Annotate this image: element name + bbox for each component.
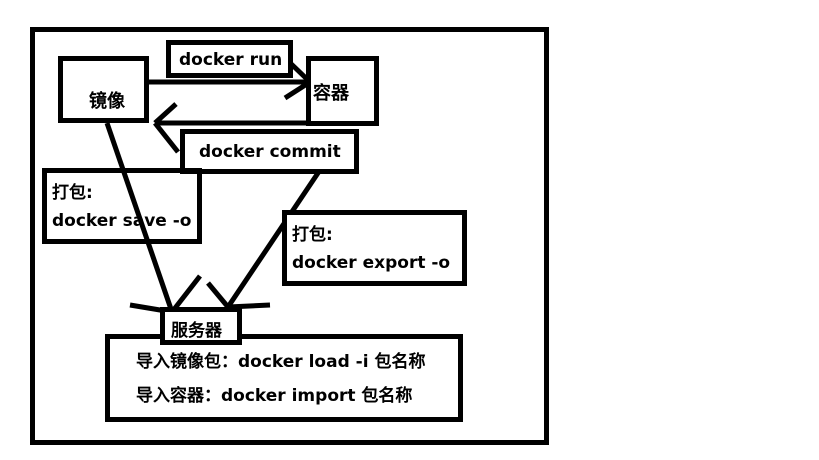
save-package-box: 打包: docker save -o — [42, 168, 202, 244]
diagram-frame — [30, 27, 549, 445]
docker-commit-label-box: docker commit — [180, 129, 359, 174]
container-label: 容器 — [313, 83, 349, 104]
docker-run-label-box: docker run — [166, 40, 293, 78]
arrow-commit-head-top — [153, 102, 178, 125]
save-package-title: 打包: — [52, 183, 93, 203]
arrow-export-line — [225, 168, 323, 309]
docker-run-label: docker run — [179, 50, 283, 70]
export-package-box: 打包: docker export -o — [282, 210, 467, 286]
export-package-title: 打包: — [292, 225, 333, 245]
arrow-export-head-right — [227, 302, 271, 310]
arrow-export-head-left — [206, 281, 230, 309]
container-node: 容器 — [306, 56, 379, 126]
image-label: 镜像 — [89, 91, 125, 112]
import-image-line: 导入镜像包：docker load -i 包名称 — [136, 352, 426, 372]
import-container-line: 导入容器：docker import 包名称 — [136, 386, 413, 406]
arrow-run-head-bottom — [283, 79, 312, 101]
docker-commit-label: docker commit — [199, 142, 341, 162]
arrow-save-line — [104, 122, 175, 313]
save-package-command: docker save -o — [52, 211, 192, 231]
server-node: 服务器 — [160, 307, 242, 345]
server-label: 服务器 — [171, 321, 222, 341]
arrow-commit-head-bottom — [153, 121, 180, 154]
image-node: 镜像 — [58, 56, 149, 123]
import-box: 导入镜像包：docker load -i 包名称 导入容器：docker imp… — [105, 334, 463, 422]
export-package-command: docker export -o — [292, 253, 451, 273]
arrow-save-head-right — [170, 274, 202, 314]
